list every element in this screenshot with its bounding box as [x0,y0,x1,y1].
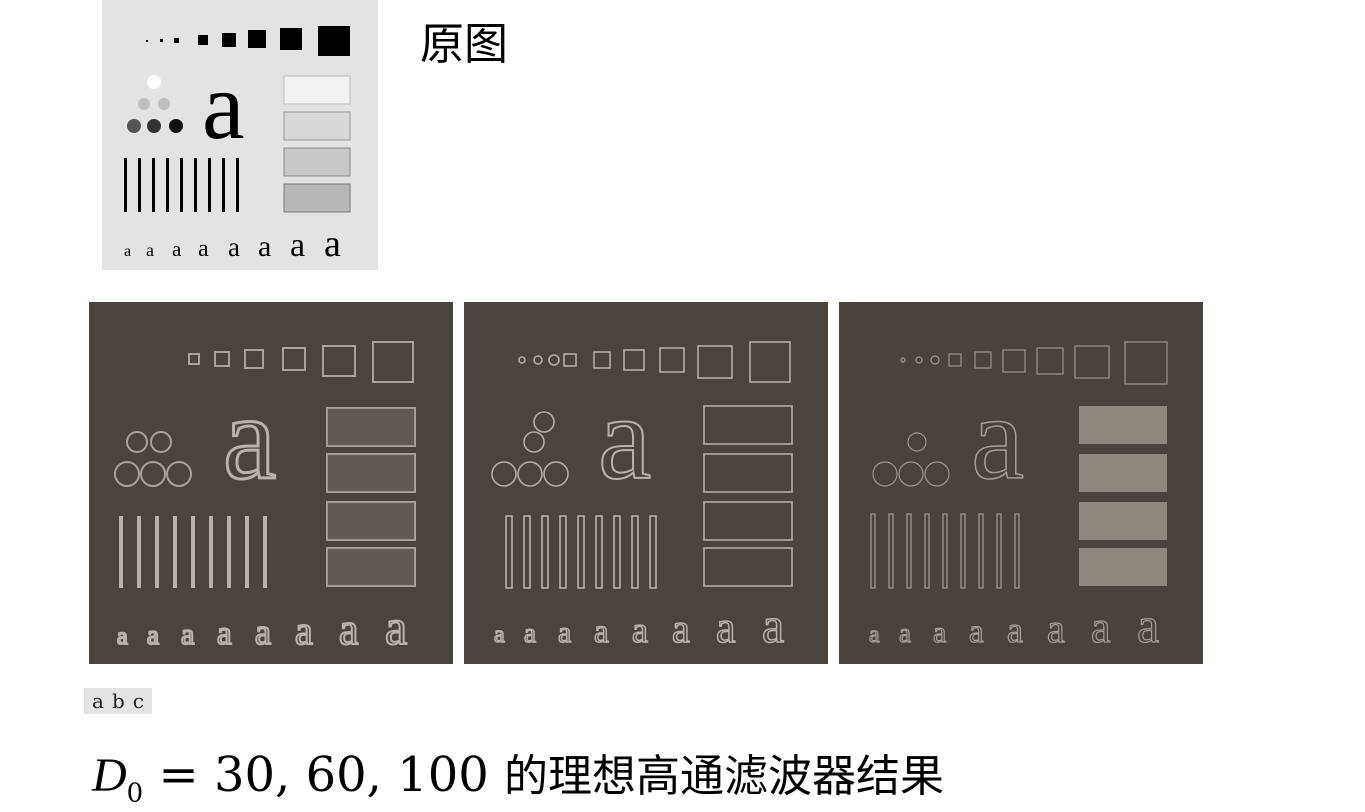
svg-text:a: a [258,230,271,263]
circle-dark-2 [147,119,161,133]
caption-subscript: 0 [126,778,144,809]
caption-equals: = [158,747,199,803]
svg-text:a: a [228,232,240,262]
svg-text:a: a [594,614,609,650]
result-c-bars [870,513,1020,589]
svg-text:a: a [339,605,359,654]
result-a-pattern: a a a a a a a a a [114,341,416,656]
noise-rect-1 [283,75,351,105]
svg-text:a: a [558,616,571,649]
svg-text:a: a [385,599,407,655]
svg-text:a: a [172,237,182,261]
svg-text:a: a [933,616,946,649]
svg-text:a: a [290,227,305,264]
svg-text:a: a [494,622,505,648]
svg-text:a: a [124,243,131,260]
square-8 [318,26,350,56]
svg-text:a: a [524,618,536,648]
panel-tag-c: c [132,689,144,713]
result-b-glyph: a [598,371,651,504]
result-c-glyph-row: a a a a a a a a [868,596,1159,653]
circle-dark-1 [127,119,141,133]
svg-text:a: a [181,618,194,651]
caption-symbol: D [92,749,127,802]
svg-text:a: a [716,603,736,652]
svg-text:a: a [147,620,159,650]
svg-text:a: a [1091,603,1111,652]
svg-text:a: a [899,618,911,648]
square-4 [198,35,208,45]
square-5 [222,33,236,47]
square-1 [146,40,148,42]
svg-text:a: a [869,622,880,648]
original-image: a a a a a a a a a [102,0,378,270]
svg-text:a: a [1047,606,1065,651]
svg-text:a: a [146,240,154,260]
result-a-bars [119,516,267,588]
result-a-glyph-row: a a a a a a a a [116,598,408,656]
svg-text:a: a [324,223,341,265]
panel-tag-a: a [92,689,104,713]
noise-rect-3 [283,147,351,177]
large-glyph-a: a [202,52,245,159]
square-6 [248,30,266,48]
square-3 [174,38,179,43]
noise-rect-4 [283,183,351,213]
circle-dark-3 [169,119,183,133]
result-c-pattern: a a a a a a a a a [868,341,1168,654]
result-b-bars [505,515,657,589]
result-a-glyph: a [223,371,276,504]
small-glyph-row: a a a a a a a a [124,223,341,265]
square-7 [280,28,302,50]
panel-tags: a b c [84,688,152,714]
svg-text:a: a [217,616,232,652]
svg-text:a: a [632,610,648,650]
square-2 [160,39,163,42]
result-c-noise [1079,406,1167,586]
svg-text:a: a [295,608,313,653]
svg-text:a: a [117,624,128,650]
caption-values: 30, 60, 100 [213,747,489,803]
result-c-glyph: a [971,371,1024,504]
circle-light-1 [138,98,150,110]
panel-tag-b: b [111,689,125,713]
svg-text:a: a [672,606,690,651]
result-panel-b: a a a a a a a a a [464,302,828,664]
original-title: 原图 [420,19,508,70]
noise-rect-2 [283,111,351,141]
circle-white [147,75,161,89]
figure-caption: D0 = 30, 60, 100 的理想高通滤波器结果 [92,740,944,809]
original-pattern: a a a a a a a a a [124,26,351,265]
svg-text:a: a [198,236,209,262]
svg-text:a: a [255,612,271,652]
result-b-glyph-row: a a a a a a a a [493,596,785,654]
result-b-pattern: a a a a a a a a a [491,341,793,654]
result-panel-a: a a a a a a a a a [89,302,453,664]
svg-text:a: a [762,597,784,653]
circle-light-2 [158,98,170,110]
svg-text:a: a [1007,610,1023,650]
caption-text: 的理想高通滤波器结果 [504,751,945,802]
vertical-bars [124,158,239,212]
result-panel-c: a a a a a a a a a [839,302,1203,664]
svg-text:a: a [1137,597,1159,653]
svg-text:a: a [969,614,984,650]
